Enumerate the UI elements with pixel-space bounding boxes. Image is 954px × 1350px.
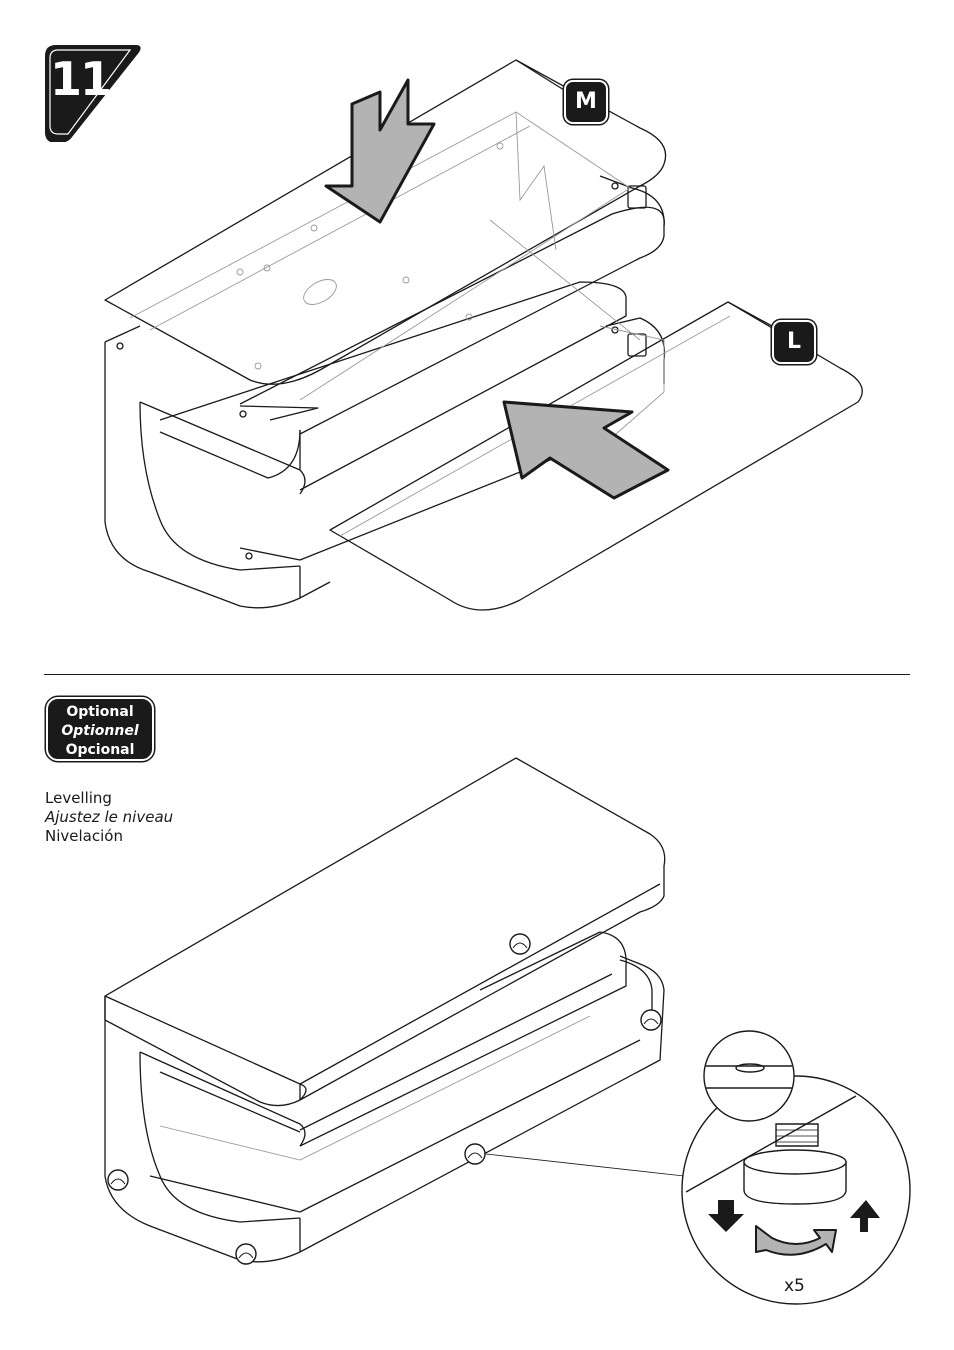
arrow-lower-icon <box>708 1200 744 1232</box>
levelling-foot-markers <box>107 933 662 1265</box>
foot-marker-2 <box>640 1009 662 1031</box>
stand-body <box>104 342 331 609</box>
foot-marker-1 <box>509 933 531 955</box>
arrow-raise-icon <box>850 1200 880 1232</box>
optional-es: Opcional <box>65 742 135 758</box>
step-badge <box>45 45 141 142</box>
optional-en: Optional <box>66 704 134 720</box>
step-number: 11 <box>50 52 112 106</box>
arrow-insert <box>502 400 670 500</box>
inset-detail-circle <box>703 1030 795 1122</box>
levelling-en: Levelling <box>45 789 112 807</box>
levelling-caption: Levelling Ajustez le niveau Nivelación <box>45 789 173 846</box>
foot-marker-4 <box>107 1169 129 1191</box>
part-label-m: M <box>564 80 608 124</box>
section-divider <box>44 674 910 675</box>
levelling-es: Nivelación <box>45 827 123 845</box>
foot-count: x5 <box>784 1276 805 1296</box>
levelling-fr: Ajustez le niveau <box>45 808 174 826</box>
shelf-installation-illustration <box>104 59 863 611</box>
foot-marker-3 <box>464 1143 486 1165</box>
arrow-down <box>324 78 436 224</box>
part-label-l: L <box>772 320 816 364</box>
rotate-arrow-icon <box>755 1225 837 1256</box>
foot-marker-5 <box>235 1243 257 1265</box>
glass-shelf-m <box>104 59 667 385</box>
optional-fr: Optionnel <box>61 723 139 739</box>
optional-badge: Optional Optionnel Opcional <box>46 697 154 761</box>
foot-detail-circle <box>681 1075 911 1305</box>
glass-shelf-l <box>329 301 863 611</box>
